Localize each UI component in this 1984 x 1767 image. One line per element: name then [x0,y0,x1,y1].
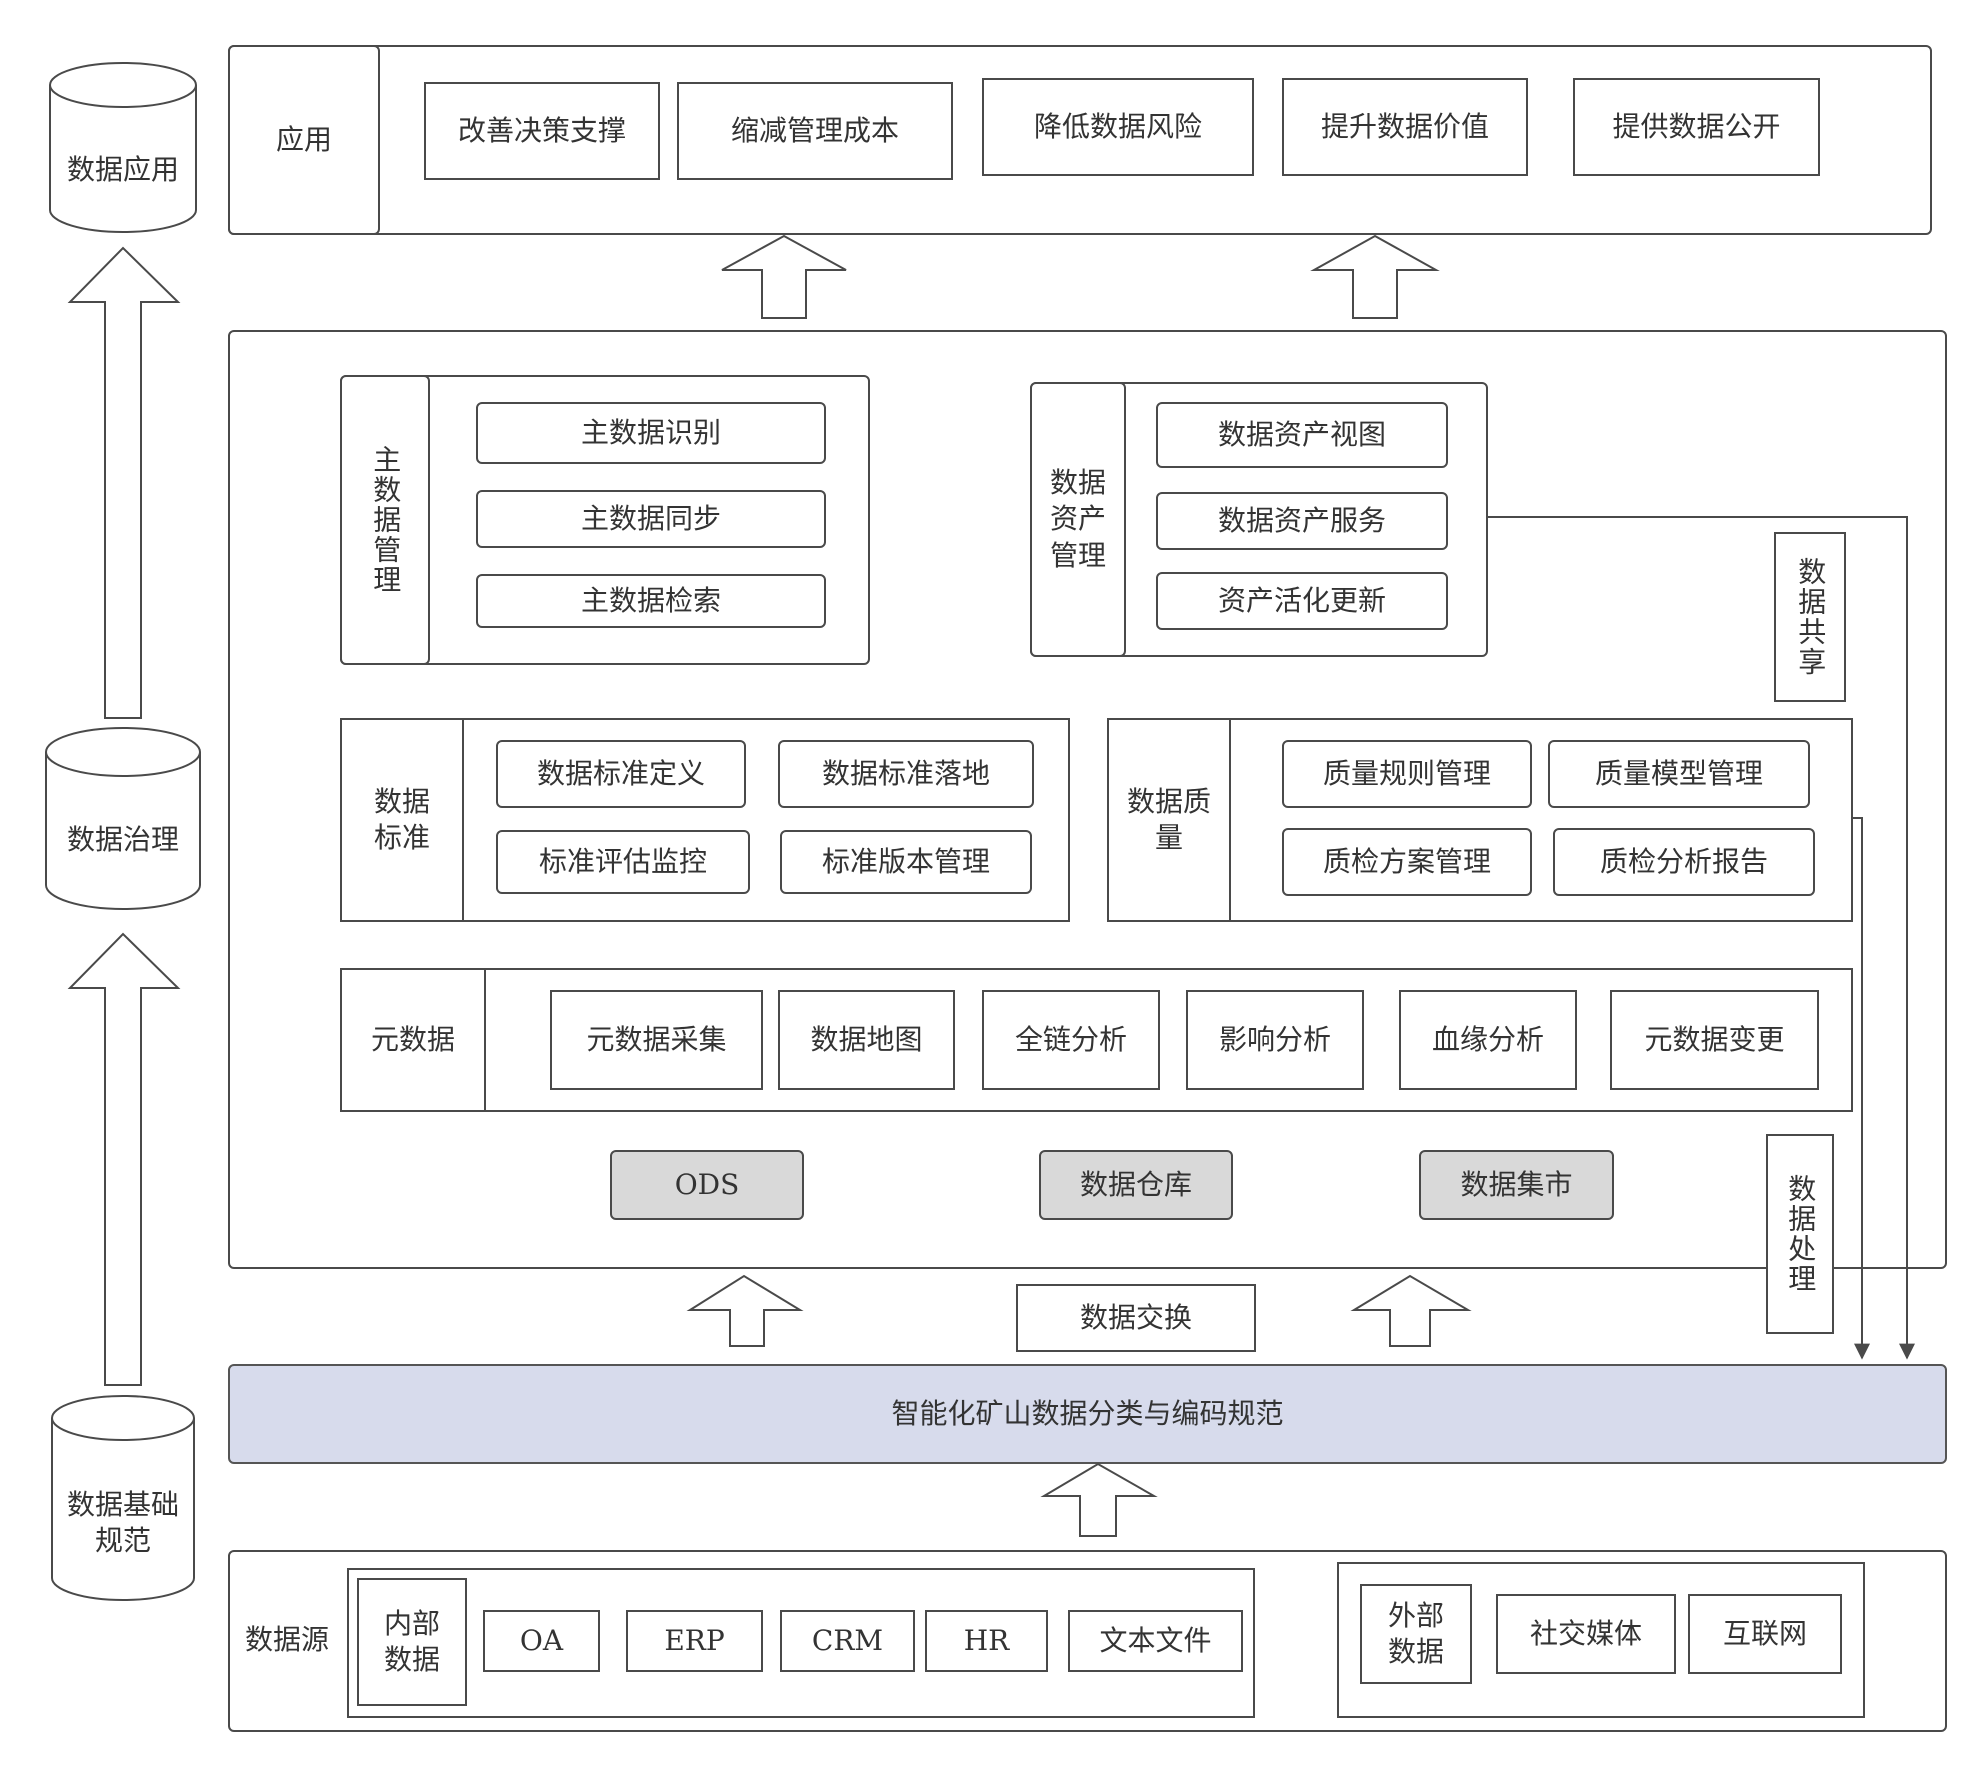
data-sharing-label: 数据共享 [1794,557,1828,677]
classification-coding-spec-band: 智能化矿山数据分类与编码规范 [228,1364,1947,1464]
data-quality-title-line1: 数据质 [1126,784,1211,818]
application-title: 应用 [275,122,332,156]
source-erp: ERP [626,1610,763,1672]
cylinder-label-foundation: 数据基础 规范 [52,1478,194,1568]
metadata-title-cell [340,968,486,1112]
asset-mgmt-title: 数据资产管理 [1049,465,1106,572]
metadata-lineage: 血缘分析 [1399,990,1577,1090]
asset-refresh: 资产活化更新 [1156,572,1448,630]
internal-title-line2: 数据 [383,1643,440,1676]
source-internet: 互联网 [1688,1594,1842,1674]
quality-plans: 质检方案管理 [1282,828,1532,896]
arrow-up-band-left [686,1274,804,1347]
master-data-search: 主数据检索 [476,574,826,628]
arrow-up-governance-to-application [67,246,181,719]
master-data-identify: 主数据识别 [476,402,826,464]
metadata-change: 元数据变更 [1610,990,1819,1090]
app-item-open-data: 提供数据公开 [1573,78,1820,176]
storage-mart: 数据集市 [1419,1150,1614,1220]
external-data-title: 外部 数据 [1360,1584,1472,1684]
data-standard-title: 数据 标准 [340,718,464,922]
arrow-up-sources [1040,1462,1158,1537]
arrow-up-band-right [1350,1274,1472,1347]
standard-evaluation: 标准评估监控 [496,830,750,894]
external-title-line1: 外部 [1387,1598,1444,1632]
asset-service: 数据资产服务 [1156,492,1448,550]
source-hr: HR [925,1610,1048,1672]
application-title-cell [228,45,380,235]
arrow-up-app-left [721,234,847,319]
app-item-reduce-risk: 降低数据风险 [982,78,1254,176]
internal-data-title: 内部 数据 [357,1578,467,1706]
data-quality-title-line2: 量 [1154,821,1183,854]
quality-reports: 质检分析报告 [1553,828,1815,896]
storage-warehouse: 数据仓库 [1039,1150,1233,1220]
standard-version: 标准版本管理 [780,830,1032,894]
cylinder-label-governance: 数据治理 [66,822,179,856]
external-title-line2: 数据 [1387,1635,1444,1668]
foundation-line2: 规范 [94,1524,151,1557]
metadata-collect: 元数据采集 [550,990,763,1090]
foundation-line1: 数据基础 [66,1487,179,1521]
source-oa: OA [483,1610,600,1672]
master-data-title: 主数据管理 [369,445,403,595]
data-quality-title: 数据质 量 [1107,718,1231,922]
asset-view: 数据资产视图 [1156,402,1448,468]
metadata-impact: 影响分析 [1186,990,1364,1090]
app-item-decision-support: 改善决策支撑 [424,82,660,180]
metadata-full-chain: 全链分析 [982,990,1160,1090]
master-data-sync: 主数据同步 [476,490,826,548]
metadata-title: 元数据 [370,1022,455,1056]
asset-mgmt-title-cell [1030,382,1126,657]
quality-models: 质量模型管理 [1548,740,1810,808]
arrow-up-foundation-to-governance [67,932,181,1386]
standard-definition: 数据标准定义 [496,740,746,808]
storage-ods: ODS [610,1150,804,1220]
data-exchange: 数据交换 [1016,1284,1256,1352]
master-data-title-cell [340,375,430,665]
cylinder-label-application: 数据应用 [66,152,179,186]
quality-rules: 质量规则管理 [1282,740,1532,808]
app-item-raise-value: 提升数据价值 [1282,78,1528,176]
data-standard-title-line2: 标准 [373,821,430,854]
data-standard-title-cell [340,718,464,922]
data-sources-title: 数据源 [244,1622,329,1656]
app-item-reduce-cost: 缩减管理成本 [677,82,953,180]
metadata-data-map: 数据地图 [778,990,955,1090]
source-social-media: 社交媒体 [1496,1594,1676,1674]
data-processing-label: 数据处理 [1784,1174,1818,1294]
internal-title-line1: 内部 [383,1606,440,1640]
standard-landing: 数据标准落地 [778,740,1034,808]
data-quality-title-cell [1107,718,1231,922]
source-text-files: 文本文件 [1068,1610,1243,1672]
data-standard-title-line1: 数据 [373,784,430,818]
arrow-up-app-right [1310,234,1440,319]
source-crm: CRM [780,1610,915,1672]
